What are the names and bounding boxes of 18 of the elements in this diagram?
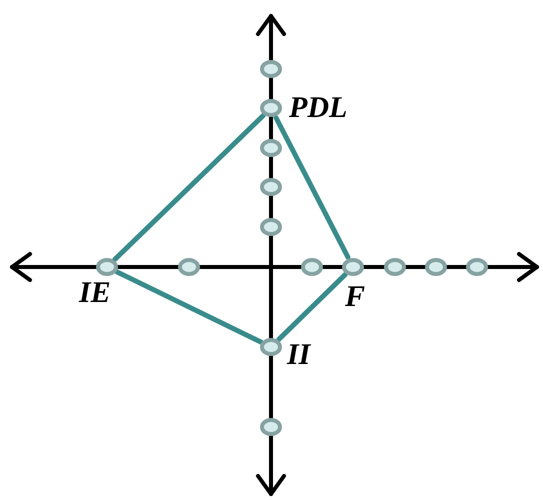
axis-point xyxy=(384,258,406,276)
connector-line xyxy=(274,115,350,260)
axis-point xyxy=(260,218,282,236)
point-label: F xyxy=(345,281,366,313)
point-label: PDL xyxy=(289,92,348,124)
axis-point xyxy=(260,60,282,78)
connector-line xyxy=(114,269,264,345)
axis-point xyxy=(301,258,323,276)
axis-point xyxy=(178,258,200,276)
axis-point xyxy=(260,139,282,157)
connector-line xyxy=(276,272,348,342)
axis-point xyxy=(425,258,447,276)
point-label: IE xyxy=(79,277,111,309)
axis-point xyxy=(260,178,282,196)
axis-point xyxy=(466,258,488,276)
connector-line xyxy=(112,113,266,262)
axis-point xyxy=(260,418,282,436)
point-label: II xyxy=(287,339,310,371)
